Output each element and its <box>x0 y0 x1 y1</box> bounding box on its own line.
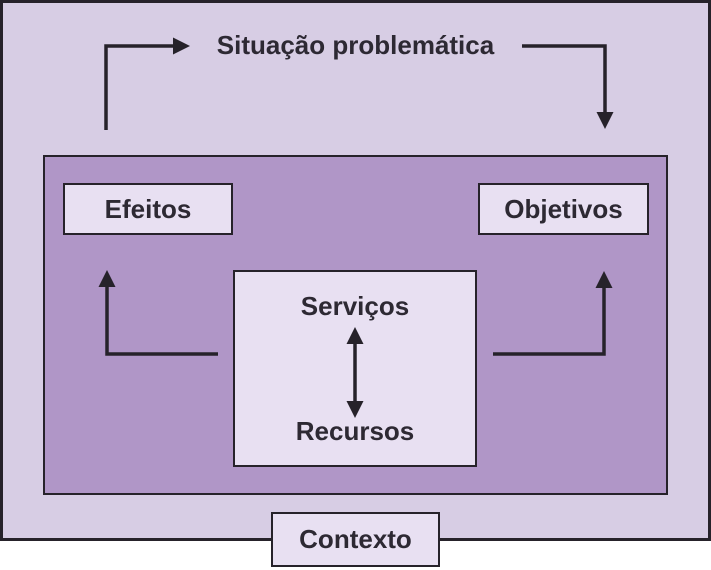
efeitos-box: Efeitos <box>63 183 233 235</box>
servicos-label: Serviços <box>300 291 410 321</box>
contexto-label: Contexto <box>299 524 412 554</box>
objetivos-box: Objetivos <box>478 183 649 235</box>
contexto-box: Contexto <box>271 512 440 567</box>
servicos-recursos-box: Serviços Recursos <box>233 270 477 467</box>
efeitos-label: Efeitos <box>104 193 192 224</box>
objetivos-label: Objetivos <box>504 193 623 224</box>
recursos-label: Recursos <box>295 416 415 446</box>
diagram-title: Situação problemática <box>216 30 495 60</box>
